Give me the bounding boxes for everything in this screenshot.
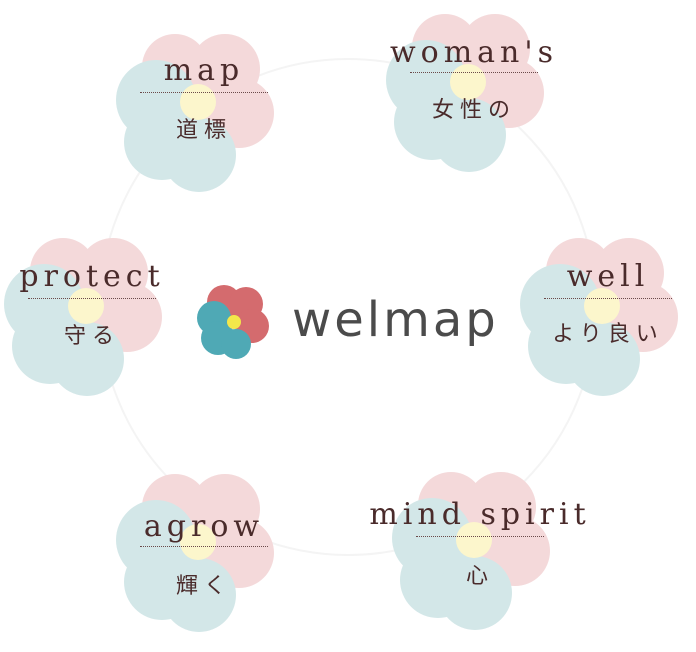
node-label-en: agrow: [143, 509, 265, 544]
node-divider: [140, 92, 268, 93]
node-divider: [410, 72, 538, 73]
petal-center: [180, 84, 216, 120]
petal-center: [456, 522, 492, 558]
petal-blue: [162, 118, 236, 192]
node-label-en: well: [566, 259, 650, 294]
petal-blue: [162, 558, 236, 632]
logo-wordmark: welmap: [292, 292, 499, 348]
node-label-ja: 女性の: [431, 98, 516, 123]
node-label-en: protect: [19, 259, 165, 294]
node-label-en: mind spirit: [369, 497, 591, 532]
node-label-ja: 輝く: [175, 574, 232, 599]
node-label-en: map: [163, 53, 245, 88]
petal-center: [180, 524, 216, 560]
flower-logo-icon: [197, 285, 269, 359]
node-label-ja: より良い: [552, 322, 664, 347]
node-mind-spirit[interactable]: mind spirit 心: [369, 450, 586, 650]
node-divider: [544, 298, 672, 299]
node-well[interactable]: well より良い: [508, 216, 696, 416]
node-map[interactable]: map 道標: [104, 12, 304, 212]
node-protect[interactable]: protect 守る: [0, 216, 192, 416]
node-label-ja: 心: [465, 564, 494, 589]
petal-center: [584, 288, 620, 324]
petal-center: [68, 288, 104, 324]
petal-blue: [566, 322, 640, 396]
node-label-en: woman's: [389, 35, 559, 70]
node-divider: [416, 536, 544, 537]
node-label-ja: 道標: [175, 118, 232, 143]
welmap-logo[interactable]: welmap: [194, 282, 514, 362]
petal-blue: [50, 322, 124, 396]
node-divider: [140, 546, 268, 547]
node-divider: [28, 298, 156, 299]
node-womans[interactable]: woman's 女性の: [374, 0, 574, 192]
node-agrow[interactable]: agrow 輝く: [104, 452, 304, 652]
petal-blue: [438, 556, 512, 630]
petal-center: [450, 64, 486, 100]
node-label-ja: 守る: [63, 324, 120, 349]
petal-blue: [432, 98, 506, 172]
